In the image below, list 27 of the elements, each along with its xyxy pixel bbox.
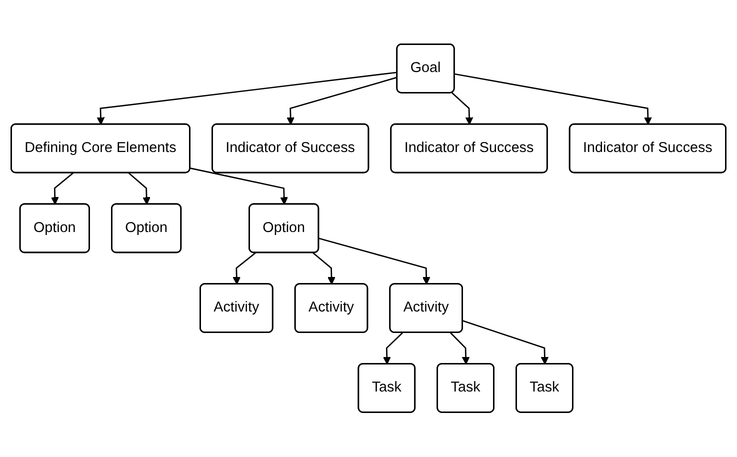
process-box: Task [358,363,416,414]
arrow [312,252,336,285]
process-box: Option [111,204,182,254]
process-box: Goal [396,44,455,94]
process-box: Task [516,363,574,414]
arrow [451,92,474,126]
arrow [190,168,288,206]
process-box: Indicator of Success [568,124,726,174]
process-box: Activity [200,283,274,334]
arrow [318,238,430,285]
process-box: Option [19,204,90,254]
process-box: Option [248,204,320,254]
process-box: Defining Core Elements [10,124,190,174]
arrow [454,74,652,126]
arrow [96,72,398,126]
arrow [286,76,398,126]
process-box: Activity [294,283,368,334]
arrow [450,332,470,365]
arrow [462,320,549,365]
arrow [128,172,150,206]
process-box: Indicator of Success [390,124,548,174]
arrow [382,332,404,365]
process-box: Activity [389,283,463,334]
arrow [232,252,256,285]
process-box: Task [436,363,494,414]
process-box: Indicator of Success [212,124,370,174]
arrow [50,172,74,206]
